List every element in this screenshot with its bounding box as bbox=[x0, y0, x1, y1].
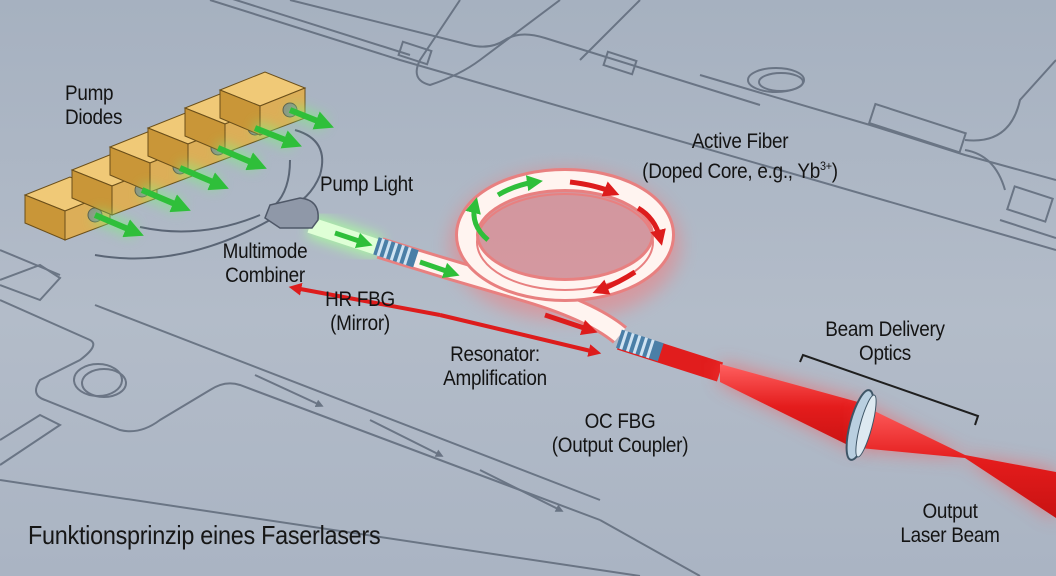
hr-fbg bbox=[373, 237, 419, 268]
label-beam-delivery: Beam Delivery Optics bbox=[825, 318, 945, 365]
output-beam bbox=[720, 362, 1056, 520]
pump-diode-array bbox=[23, 71, 307, 241]
label-active-fiber: Active Fiber (Doped Core, e.g., Yb3+) bbox=[642, 130, 838, 183]
reflected-light-arrow bbox=[288, 282, 441, 317]
fiber-flow-arrows bbox=[288, 175, 666, 357]
label-pump-light: Pump Light bbox=[320, 173, 413, 196]
diagram-title: Funktionsprinzip eines Faserlasers bbox=[28, 520, 381, 550]
label-resonator: Resonator: Amplification bbox=[443, 343, 547, 390]
label-oc-fbg: OC FBG (Output Coupler) bbox=[551, 410, 689, 457]
label-output-beam: Output Laser Beam bbox=[900, 500, 1000, 547]
label-multimode-combiner: Multimode Combiner bbox=[222, 240, 308, 287]
pump-light-arrows bbox=[92, 103, 334, 239]
oc-fbg bbox=[615, 329, 664, 362]
focusing-lens bbox=[845, 389, 877, 461]
label-pump-diodes: Pump Diodes bbox=[65, 82, 123, 129]
label-hr-fbg: HR FBG (Mirror) bbox=[325, 288, 395, 335]
multimode-combiner bbox=[264, 197, 319, 229]
beam-delivery-bracket bbox=[799, 353, 980, 426]
